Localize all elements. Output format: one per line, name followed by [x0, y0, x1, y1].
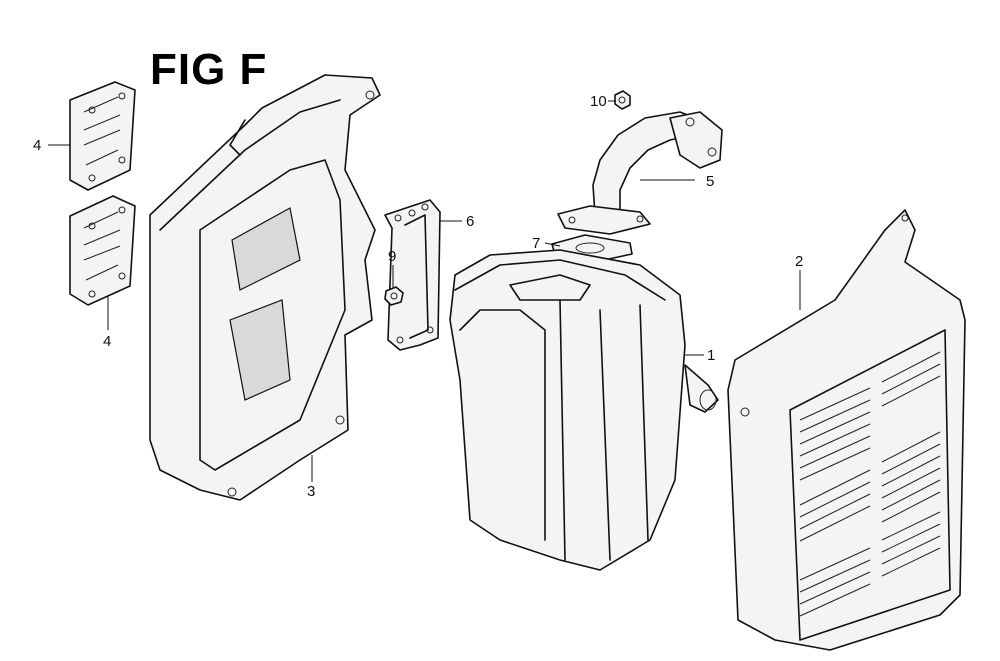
leader-lines: [48, 100, 801, 482]
part-4-lower-plate: [69, 195, 136, 306]
part-1-muffler: [449, 249, 719, 571]
part-6-bracket: [384, 199, 441, 351]
callout-10: 10: [590, 93, 607, 110]
callout-5: 5: [706, 173, 715, 190]
callout-4-lower: 4: [103, 333, 112, 350]
figure-title: FIG F: [150, 45, 268, 94]
part-4-upper-plate: [69, 81, 136, 191]
part-5-exhaust-pipe: [557, 111, 723, 235]
part-3-shroud: [149, 74, 381, 501]
callout-2: 2: [795, 253, 804, 270]
part-2-muffler-cover: [727, 209, 966, 651]
callout-9: 9: [388, 248, 397, 265]
callout-3: 3: [307, 483, 316, 500]
part-9-nut: [384, 286, 404, 306]
part-10-nut: [614, 90, 631, 110]
callout-7: 7: [532, 235, 541, 252]
callout-6: 6: [466, 213, 475, 230]
louver-vents: [799, 351, 941, 617]
callout-4-upper: 4: [33, 137, 42, 154]
callout-1: 1: [707, 347, 716, 364]
